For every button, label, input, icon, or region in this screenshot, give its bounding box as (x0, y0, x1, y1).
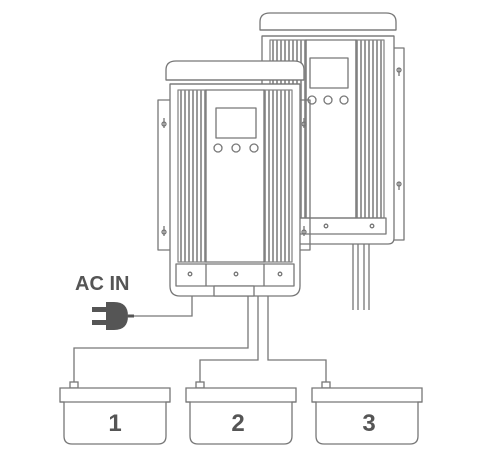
ac-input-label: AC IN (75, 273, 129, 295)
front-charger-display (215, 107, 257, 139)
back-charger-buttons (307, 95, 349, 105)
power-plug-icon (92, 302, 134, 330)
back-charger-cables (352, 244, 370, 310)
front-charger-mount-right (298, 99, 311, 251)
front-charger (157, 60, 311, 297)
battery-2: 2 (185, 381, 297, 445)
battery-3-terminal (321, 381, 331, 389)
back-charger-display (309, 57, 349, 89)
output-cable-2 (199, 296, 259, 384)
output-cables (73, 296, 327, 384)
ac-input: AC IN (75, 273, 193, 330)
output-cable-3 (267, 296, 327, 384)
output-cable-1 (73, 296, 249, 384)
battery-3: 3 (311, 381, 423, 445)
battery-3-label: 3 (362, 410, 375, 437)
battery-2-terminal (195, 381, 205, 389)
front-charger-top-cap (165, 60, 305, 81)
battery-1-label: 1 (108, 410, 121, 437)
ac-input-cable (134, 296, 193, 317)
battery-1-terminal (69, 381, 79, 389)
front-charger-terminal-screws (187, 271, 283, 277)
front-charger-bottom-flange (213, 285, 255, 297)
front-charger-buttons (213, 143, 259, 153)
back-charger-fins-right (355, 39, 385, 219)
back-charger-mount-right (394, 47, 405, 241)
battery-2-label: 2 (231, 410, 244, 437)
front-charger-fins-right (263, 89, 293, 263)
back-charger-top-cap (259, 12, 397, 31)
front-charger-mount-left (157, 99, 170, 251)
battery-1: 1 (59, 381, 171, 445)
front-charger-fins-left (177, 89, 207, 263)
